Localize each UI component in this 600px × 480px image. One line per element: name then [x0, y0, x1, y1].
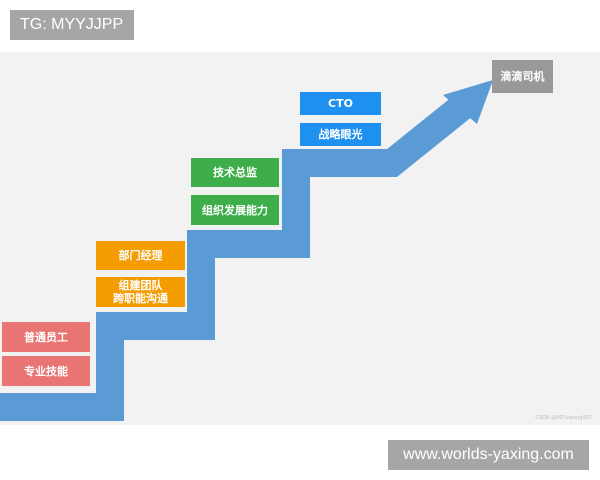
arrow-head	[443, 80, 493, 124]
step-4-title: CTO	[300, 92, 381, 115]
step-3-title: 技术总监	[191, 158, 279, 187]
goal-box: 滴滴司机	[492, 60, 553, 93]
step-1-title: 普通员工	[2, 322, 90, 352]
step-4-skill: 战略眼光	[300, 123, 381, 146]
skill-line: 跨职能沟通	[113, 292, 168, 305]
step-2-skill: 组建团队跨职能沟通	[96, 277, 185, 307]
skill-line: 组建团队	[118, 279, 163, 292]
step-3-skill: 组织发展能力	[191, 195, 279, 225]
step-1-skill: 专业技能	[2, 356, 90, 386]
tg-label: TG: MYYJJPP	[10, 10, 134, 40]
site-label: www.worlds-yaxing.com	[388, 440, 589, 470]
watermark: CSDN @007yaxing007	[535, 415, 592, 421]
step-2-title: 部门经理	[96, 241, 185, 270]
stair-path	[0, 91, 477, 421]
